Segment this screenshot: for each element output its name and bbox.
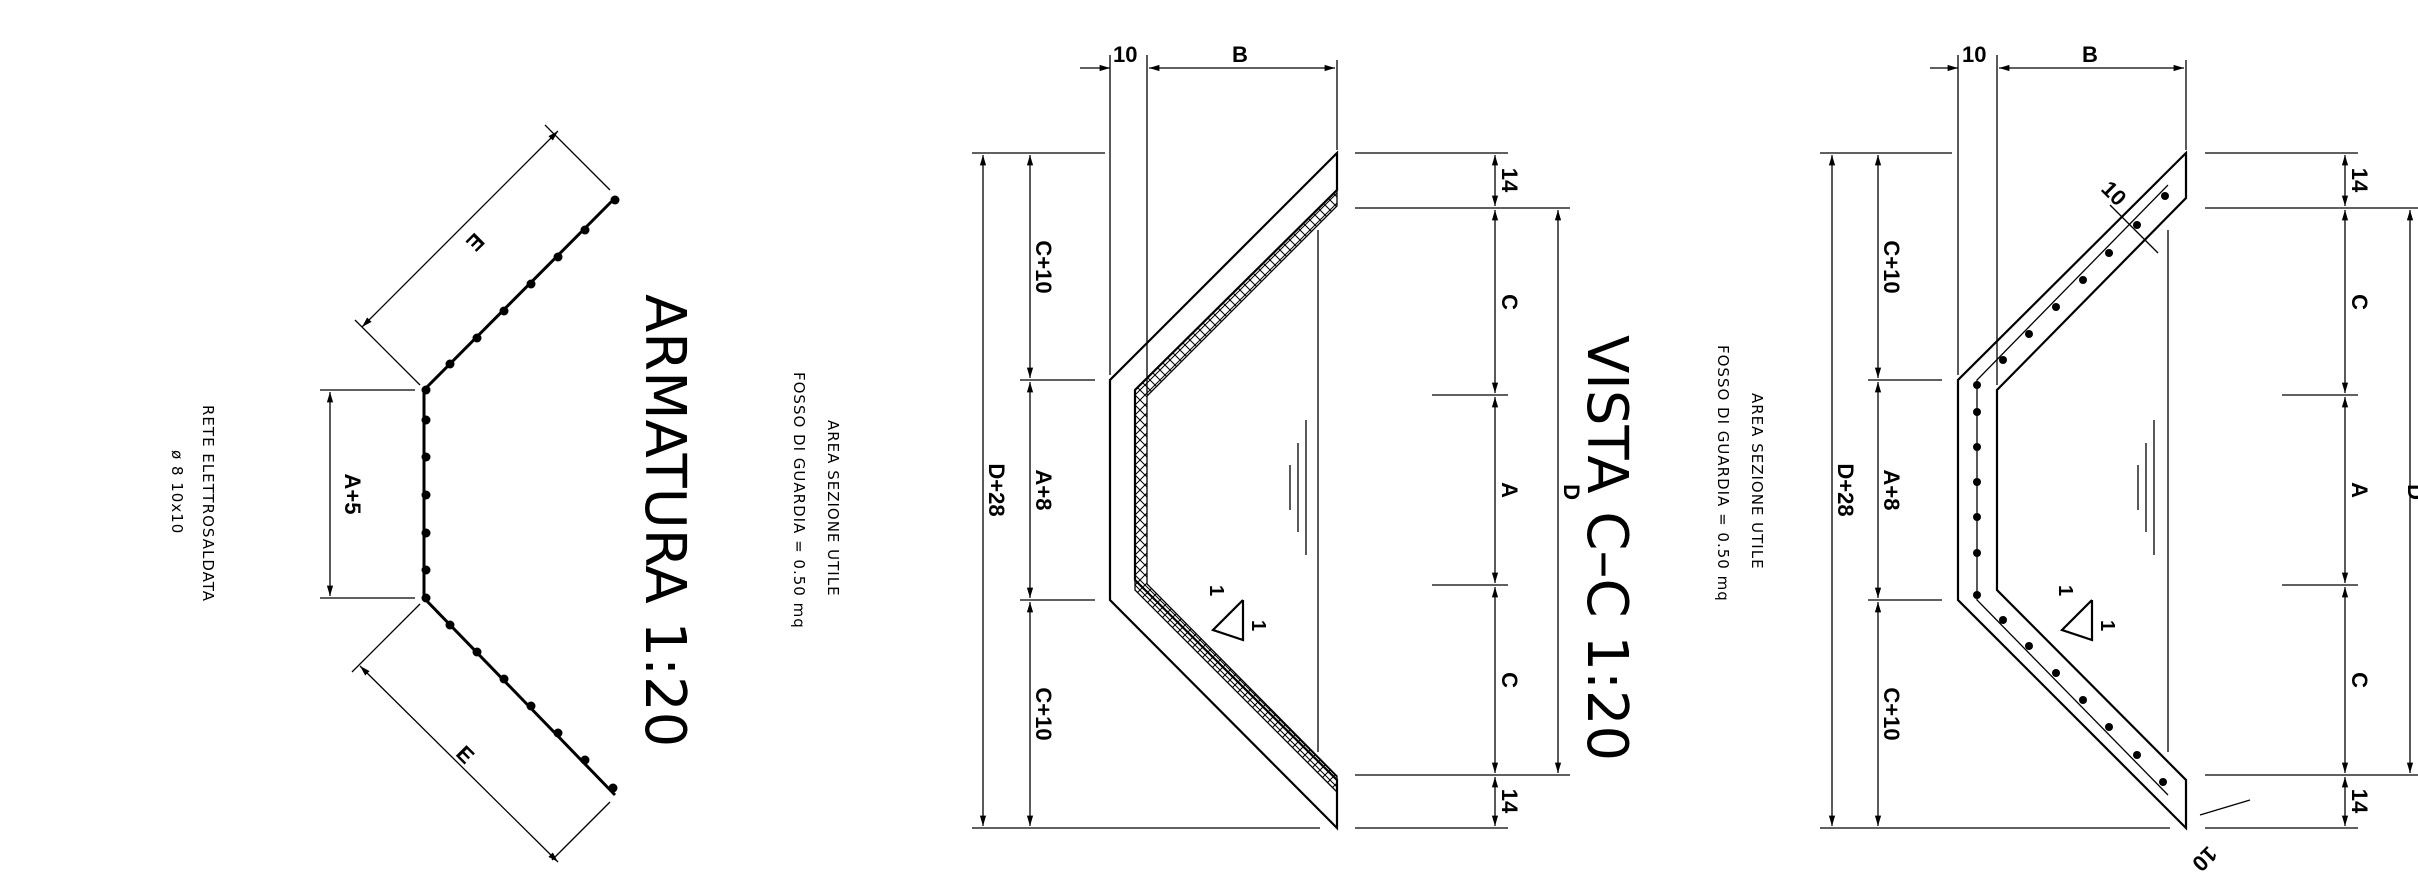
vista-dim-b: B xyxy=(1232,42,1248,67)
vista-dim-d: D xyxy=(1559,484,1584,500)
vista2-dim-14-top: 14 xyxy=(2347,168,2372,193)
channel-liner-hatch xyxy=(1134,188,1338,794)
vista-dim-a8: A+8 xyxy=(1031,470,1056,511)
section-note-group-2: AREA SEZIONE UTILE FOSSO DI GUARDIA = 0.… xyxy=(1714,345,1766,602)
vista2-slope-label-2: 1 xyxy=(2054,585,2076,596)
armatura-note-mesh: RETE ELETTROSALDATA xyxy=(199,405,217,602)
armatura-note-diameter: ø 8 10x10 xyxy=(168,450,186,534)
vista2-dim-c10-top: C+10 xyxy=(1879,240,1904,293)
vista-dim-14-bottom: 14 xyxy=(1497,789,1522,814)
vista-title: VISTA C–C 1:20 xyxy=(1574,335,1639,761)
rebar-dots xyxy=(421,195,620,793)
vista-slope-label-2: 1 xyxy=(1205,585,1227,596)
section-note-group-1: AREA SEZIONE UTILE FOSSO DI GUARDIA = 0.… xyxy=(790,372,842,629)
vista-cc-group: 1 1 10 B C+10 A+8 C+10 D+28 xyxy=(972,42,1639,831)
armatura-dim-e-bottom: E xyxy=(451,741,479,769)
channel-2-rebar-dots xyxy=(1973,192,2169,786)
vista2-dim-d: D xyxy=(2403,484,2418,500)
vista2-dim-wall-bottom: 10 xyxy=(2187,841,2222,876)
vista2-slope-label-1: 1 xyxy=(2096,620,2118,631)
vista-2-group: 1 1 10 10 10 B C+10 A+8 C+10 D+28 xyxy=(1820,42,2418,876)
rebar-mesh-line xyxy=(422,196,617,797)
vista-slope-label-1: 1 xyxy=(1247,620,1269,631)
vista2-dim-10: 10 xyxy=(1962,42,1986,67)
vista2-dim-c10-bottom: C+10 xyxy=(1879,687,1904,740)
vista-dim-d28: D+28 xyxy=(984,463,1009,516)
channel-2-wall-outline xyxy=(1956,150,2188,831)
vista-dim-c10-top: C+10 xyxy=(1031,240,1056,293)
section-note-2-line-1: AREA SEZIONE UTILE xyxy=(1748,393,1766,570)
vista2-dim-wall-top: 10 xyxy=(2096,176,2131,211)
vista2-dim-c-top: C xyxy=(2347,294,2372,310)
armatura-group: A+5 E E ARMATURA 1:20 RETE ELETTROSALDAT… xyxy=(168,124,697,863)
armatura-dim-e-top: E xyxy=(461,228,489,256)
vista-dim-c-bottom: C xyxy=(1497,672,1522,688)
armatura-dim-a5: A+5 xyxy=(340,474,365,515)
vista2-dim-b: B xyxy=(2082,42,2098,67)
vista2-dim-d28: D+28 xyxy=(1833,463,1858,516)
vista-dim-c-top: C xyxy=(1497,294,1522,310)
vista-dim-c10-bottom: C+10 xyxy=(1031,687,1056,740)
section-note-line-2: FOSSO DI GUARDIA = 0.50 mq xyxy=(790,372,808,629)
section-note-line-1: AREA SEZIONE UTILE xyxy=(824,420,842,597)
channel-2-rebar-line xyxy=(1976,184,2169,796)
vista-dim-a: A xyxy=(1497,482,1522,498)
vista2-dim-a8: A+8 xyxy=(1879,470,1904,511)
section-note-2-line-2: FOSSO DI GUARDIA = 0.50 mq xyxy=(1714,345,1732,602)
vista-dim-10: 10 xyxy=(1113,42,1137,67)
armatura-title: ARMATURA 1:20 xyxy=(632,294,697,747)
vista-dim-14-top: 14 xyxy=(1497,168,1522,193)
vista2-dim-14-bottom: 14 xyxy=(2347,789,2372,814)
vista2-dim-c-bottom: C xyxy=(2347,672,2372,688)
vista2-dim-a: A xyxy=(2347,482,2372,498)
